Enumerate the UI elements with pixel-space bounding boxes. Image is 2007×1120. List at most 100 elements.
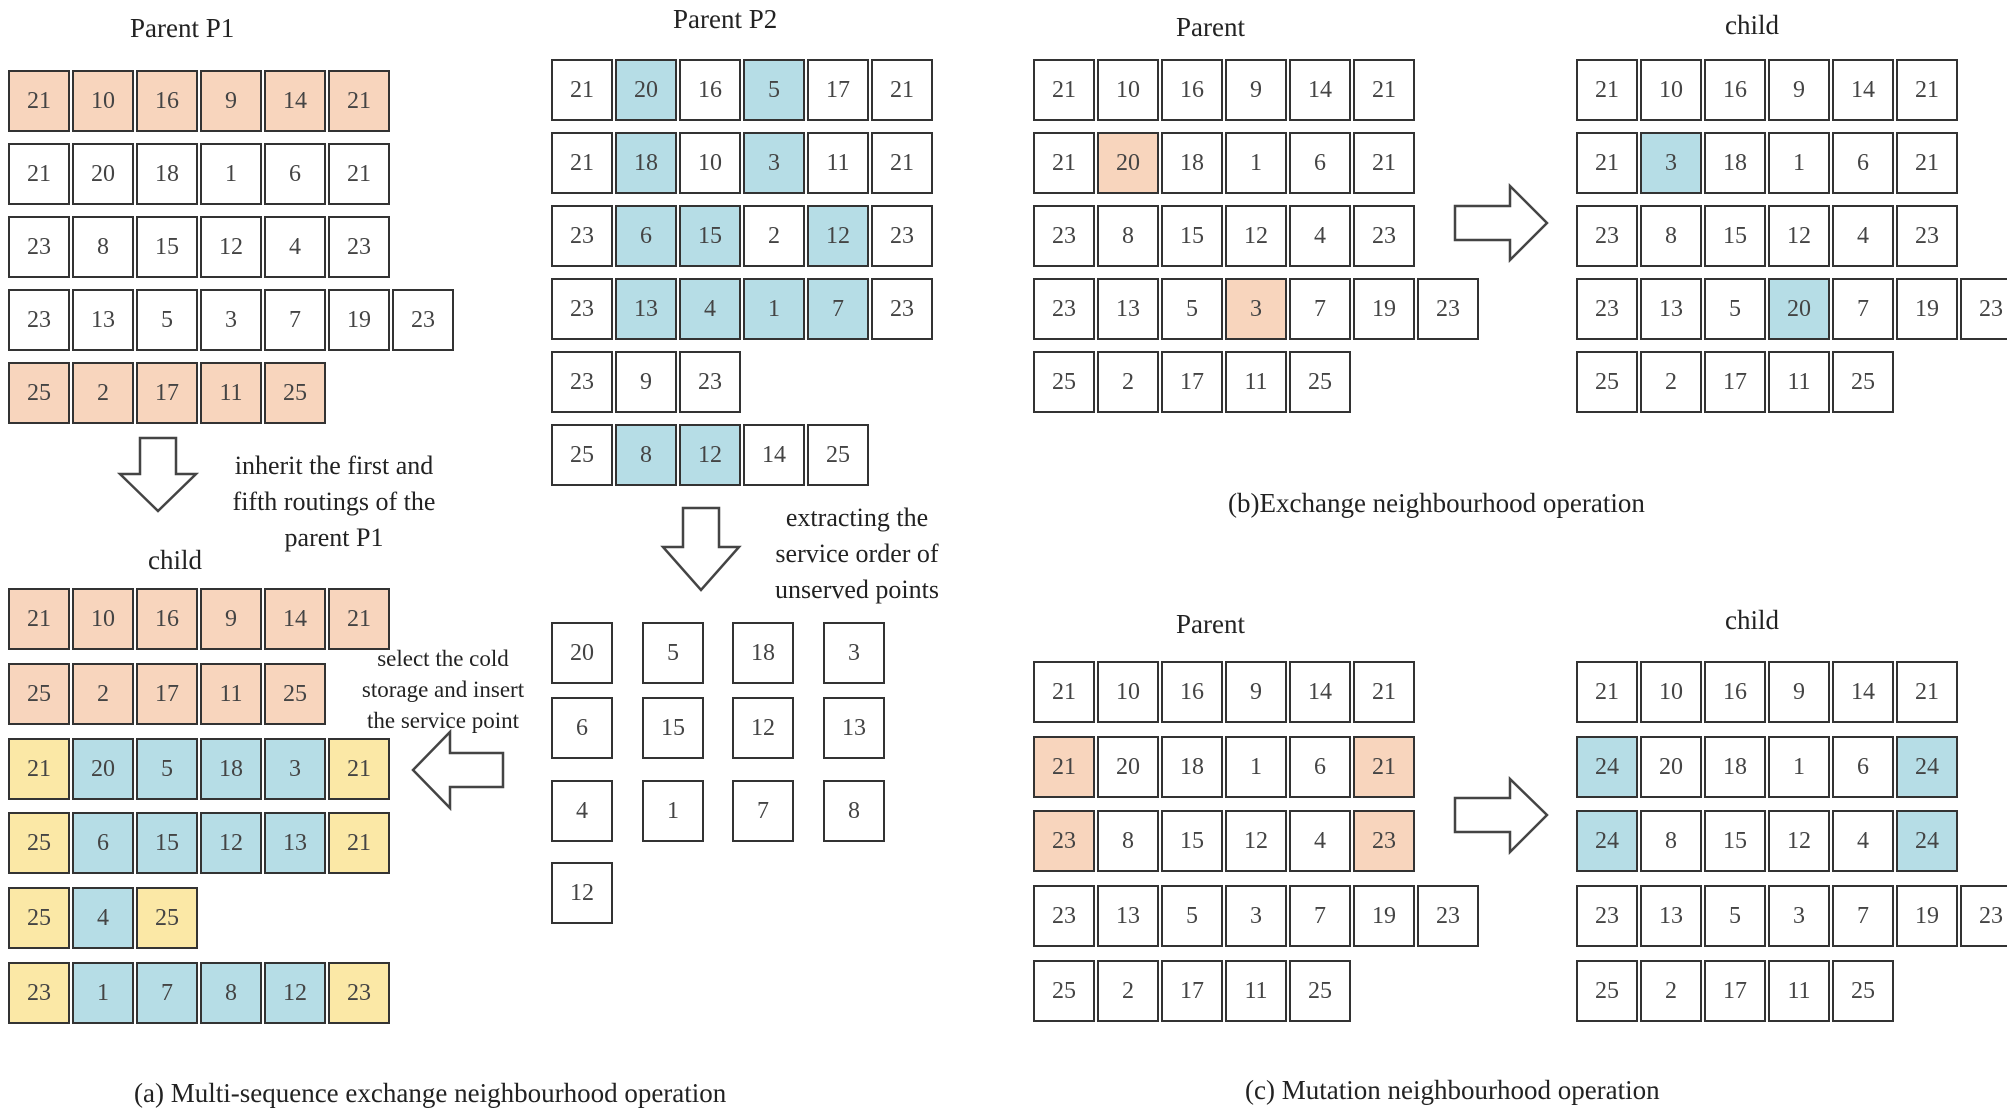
extract-note: extracting the service order of unserved… [752, 500, 962, 608]
sequence-cell: 25 [264, 663, 326, 725]
sequence-cell: 6 [72, 812, 134, 874]
unserved-point-box: 20 [551, 622, 613, 684]
sequence-cell: 4 [679, 278, 741, 340]
sequence-cell: 2 [1640, 960, 1702, 1022]
sequence-cell: 21 [1033, 132, 1095, 194]
sequence-cell: 1 [1768, 736, 1830, 798]
caption-a: (a) Multi-sequence exchange neighbourhoo… [134, 1078, 727, 1108]
sequence-cell: 7 [1832, 885, 1894, 947]
sequence-cell: 5 [743, 59, 805, 121]
inherit-note-line: inherit the first and [234, 451, 434, 480]
sequence-cell: 15 [1161, 810, 1223, 872]
unserved-point-box: 12 [732, 697, 794, 759]
right-arrow-icon [1453, 776, 1549, 856]
unserved-point-box: 12 [551, 862, 613, 924]
sequence-cell: 23 [1353, 205, 1415, 267]
sequence-cell: 6 [1289, 132, 1351, 194]
sequence-cell: 25 [1289, 960, 1351, 1022]
sequence-cell: 15 [1704, 205, 1766, 267]
down-arrow-icon [116, 436, 200, 513]
sequence-cell: 3 [1640, 132, 1702, 194]
sequence-cell: 21 [551, 132, 613, 194]
sequence-cell: 23 [328, 962, 390, 1024]
sequence-cell: 23 [1960, 278, 2007, 340]
sequence-cell: 19 [1353, 278, 1415, 340]
sequence-cell: 20 [1640, 736, 1702, 798]
child-b-label: child [1725, 10, 1779, 40]
sequence-cell: 4 [1832, 205, 1894, 267]
sequence-cell: 15 [1161, 205, 1223, 267]
sequence-cell: 18 [200, 738, 262, 800]
sequence-cell: 21 [8, 738, 70, 800]
sequence-cell: 24 [1896, 736, 1958, 798]
sequence-cell: 21 [328, 143, 390, 205]
sequence-cell: 21 [1033, 59, 1095, 121]
sequence-cell: 13 [1640, 278, 1702, 340]
sequence-cell: 12 [1768, 810, 1830, 872]
sequence-cell: 25 [807, 424, 869, 486]
sequence-cell: 5 [136, 289, 198, 351]
sequence-cell: 14 [1832, 661, 1894, 723]
sequence-cell: 23 [1353, 810, 1415, 872]
sequence-cell: 25 [264, 362, 326, 424]
sequence-cell: 17 [1704, 351, 1766, 413]
sequence-cell: 4 [72, 887, 134, 949]
sequence-cell: 18 [615, 132, 677, 194]
select-note-line: select the cold [377, 646, 509, 671]
unserved-point-box: 6 [551, 697, 613, 759]
parent-c-label: Parent [1176, 609, 1245, 639]
unserved-point-box: 4 [551, 780, 613, 842]
sequence-cell: 12 [200, 812, 262, 874]
sequence-cell: 23 [1033, 810, 1095, 872]
sequence-cell: 23 [551, 278, 613, 340]
left-arrow-icon [411, 728, 505, 812]
sequence-cell: 5 [1161, 278, 1223, 340]
sequence-cell: 14 [1832, 59, 1894, 121]
sequence-cell: 1 [743, 278, 805, 340]
sequence-cell: 7 [136, 962, 198, 1024]
sequence-cell: 23 [8, 216, 70, 278]
sequence-cell: 14 [1289, 661, 1351, 723]
sequence-cell: 10 [1640, 59, 1702, 121]
sequence-cell: 23 [8, 962, 70, 1024]
sequence-cell: 3 [200, 289, 262, 351]
sequence-cell: 21 [1896, 59, 1958, 121]
sequence-cell: 8 [72, 216, 134, 278]
sequence-cell: 15 [679, 205, 741, 267]
child-c-label: child [1725, 605, 1779, 635]
sequence-cell: 1 [200, 143, 262, 205]
sequence-cell: 25 [1576, 351, 1638, 413]
sequence-cell: 7 [1289, 885, 1351, 947]
sequence-cell: 21 [1576, 661, 1638, 723]
sequence-cell: 14 [1289, 59, 1351, 121]
extract-note-line: service order of [775, 539, 939, 568]
sequence-cell: 10 [72, 588, 134, 650]
sequence-cell: 23 [8, 289, 70, 351]
sequence-cell: 4 [1289, 205, 1351, 267]
sequence-cell: 21 [328, 70, 390, 132]
sequence-cell: 13 [1640, 885, 1702, 947]
sequence-cell: 11 [1225, 351, 1287, 413]
sequence-cell: 3 [1225, 278, 1287, 340]
